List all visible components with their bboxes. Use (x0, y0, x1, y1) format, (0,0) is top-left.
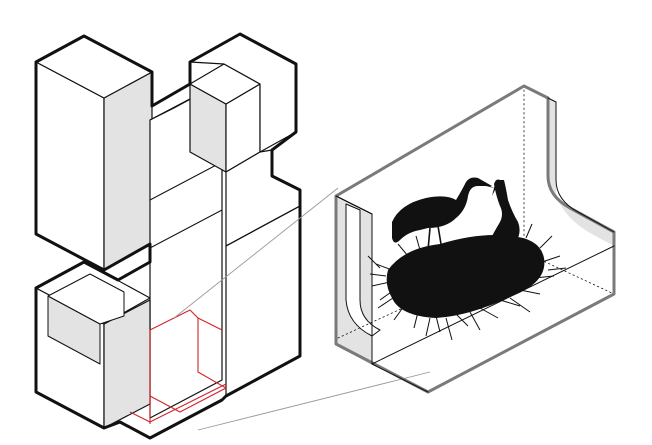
stork-right (490, 180, 520, 243)
right-step-volume (226, 150, 300, 396)
building-model (36, 34, 300, 438)
upper-left-volume (36, 36, 152, 270)
lower-left-volume (36, 262, 150, 428)
